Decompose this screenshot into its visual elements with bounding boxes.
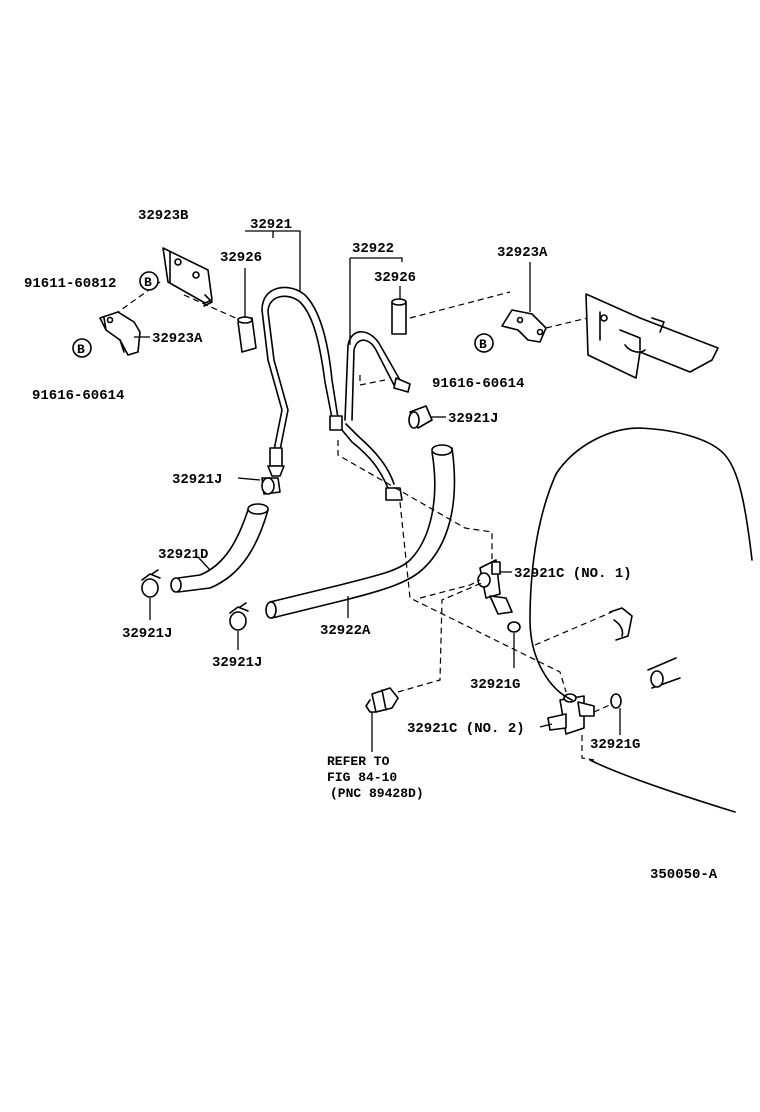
label-32921J-right: 32921J (448, 411, 498, 427)
clamp-32921J-mid[interactable] (261, 477, 281, 495)
label-32921G-mid: 32921G (470, 677, 520, 693)
clamp-32921J-bl[interactable] (141, 569, 161, 598)
label-32926-left: 32926 (220, 250, 262, 266)
bracket-32923B[interactable] (162, 247, 213, 307)
oring-32921G-right[interactable] (610, 693, 622, 709)
hose-32926-left[interactable] (237, 316, 257, 353)
hose-32921D[interactable] (170, 503, 269, 593)
tee-32921C-no2[interactable] (547, 693, 595, 735)
sensor-plug[interactable] (365, 687, 399, 713)
hose-32926-right[interactable] (391, 298, 407, 335)
label-32921: 32921 (250, 217, 292, 233)
pipe-32921[interactable] (261, 286, 343, 477)
label-32921C-no1: 32921C (NO. 1) (514, 566, 632, 582)
bolt-marker-1: B (139, 271, 159, 291)
label-32921J-bl: 32921J (122, 626, 172, 642)
oring-32921G-mid[interactable] (507, 621, 521, 633)
label-32921J-bm: 32921J (212, 655, 262, 671)
clamp-32921J-bm[interactable] (229, 602, 249, 631)
bolt-marker-2: B (72, 338, 92, 358)
svg-text:B: B (144, 275, 152, 290)
label-32923A-right: 32923A (497, 245, 548, 261)
refer-note-line1: REFER TO (327, 754, 390, 769)
label-32923A-left: 32923A (152, 331, 203, 347)
label-91616-60614-left: 91616-60614 (32, 388, 124, 404)
pipe-32922[interactable] (341, 331, 411, 501)
label-91616-60614-right: 91616-60614 (432, 376, 524, 392)
label-32923B: 32923B (138, 208, 189, 224)
label-32921C-no2: 32921C (NO. 2) (407, 721, 525, 737)
clamp-32921J-right[interactable] (408, 405, 433, 429)
bolt-marker-3: B (474, 333, 494, 353)
hose-32922A[interactable] (265, 444, 456, 619)
transmission-case (529, 427, 753, 813)
refer-note-line2: FIG 84-10 (327, 770, 397, 785)
clamp-32923A-left[interactable] (99, 311, 141, 356)
label-32921D: 32921D (158, 547, 208, 563)
label-32921J-mid: 32921J (172, 472, 222, 488)
label-32926-right: 32926 (374, 270, 416, 286)
label-32922: 32922 (352, 241, 394, 257)
label-32921G-right: 32921G (590, 737, 640, 753)
label-91611-60812: 91611-60812 (24, 276, 116, 292)
body-bracket-right (585, 293, 719, 379)
label-32922A: 32922A (320, 623, 371, 639)
clamp-32923A-right[interactable] (501, 309, 547, 343)
tee-32921C-no1[interactable] (477, 559, 513, 615)
svg-text:B: B (77, 342, 85, 357)
figure-code: 350050-A (650, 867, 718, 883)
refer-note-line3: (PNC 89428D) (330, 786, 424, 801)
svg-text:B: B (479, 337, 487, 352)
